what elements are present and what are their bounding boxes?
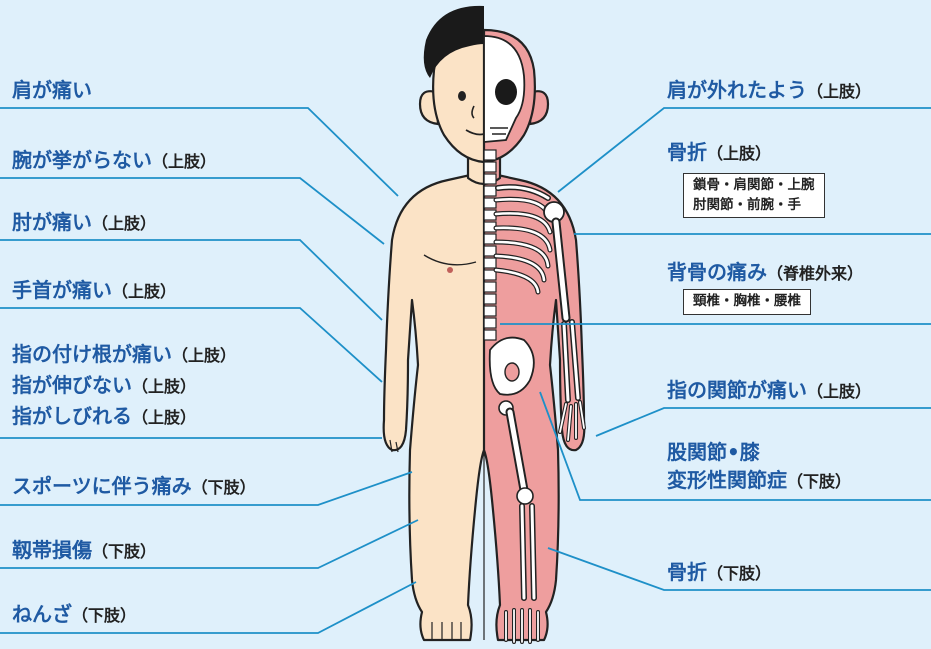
label-shoulder-dislocation: 肩が外れたよう（上肢） — [667, 78, 871, 103]
label-sub: （上肢） — [807, 382, 871, 401]
label-spine-pain: 背骨の痛み（脊椎外来） — [667, 260, 863, 285]
spine-detail-box: 頸椎・胸椎・腰椎 — [683, 289, 811, 315]
label-sub: （上肢） — [152, 152, 216, 171]
label-ligament-injury: 靱帯損傷（下肢） — [12, 538, 156, 563]
box-line: 鎖骨・肩関節・上腕 — [693, 176, 815, 196]
label-sub: （下肢） — [787, 472, 851, 491]
fracture-upper-detail-box: 鎖骨・肩関節・上腕 肘関節・前腕・手 — [683, 173, 825, 218]
label-sub: （上肢） — [707, 144, 771, 163]
label-sub: （下肢） — [92, 542, 156, 561]
label-main: ねんざ — [12, 602, 72, 626]
box-line: 肘関節・前腕・手 — [693, 196, 815, 216]
label-main: 指が伸びない — [12, 373, 132, 397]
label-finger-base-pain: 指の付け根が痛い（上肢） — [12, 342, 236, 367]
label-sub: （上肢） — [172, 346, 236, 365]
label-finger-cannot-extend: 指が伸びない（上肢） — [12, 373, 196, 398]
label-main: 手首が痛い — [12, 278, 112, 302]
label-main: 指の関節が痛い — [667, 378, 807, 402]
label-osteoarthritis: 変形性関節症（下肢） — [667, 468, 851, 493]
label-arm-cannot-raise: 腕が挙がらない（上肢） — [12, 148, 216, 173]
label-sub: （上肢） — [112, 282, 176, 301]
label-elbow-pain: 肘が痛い（上肢） — [12, 210, 156, 235]
label-main: 肩が痛い — [12, 78, 92, 102]
label-sub: （上肢） — [807, 82, 871, 101]
label-finger-joint-pain: 指の関節が痛い（上肢） — [667, 378, 871, 403]
label-sub: （脊椎外来） — [767, 264, 863, 283]
label-sub: （下肢） — [707, 564, 771, 583]
label-sub: （下肢） — [72, 606, 136, 625]
label-sub: （上肢） — [92, 214, 156, 233]
label-wrist-pain: 手首が痛い（上肢） — [12, 278, 176, 303]
label-main: 肘が痛い — [12, 210, 92, 234]
label-main: 指がしびれる — [12, 404, 132, 428]
label-main: 肩が外れたよう — [667, 78, 807, 102]
label-shoulder-pain: 肩が痛い — [12, 78, 92, 103]
label-sports-pain: スポーツに伴う痛み（下肢） — [12, 474, 256, 499]
label-main: 指の付け根が痛い — [12, 342, 172, 366]
label-sub: （下肢） — [192, 478, 256, 497]
label-sprain: ねんざ（下肢） — [12, 602, 136, 627]
label-fracture-upper: 骨折（上肢） — [667, 140, 771, 165]
label-sub: （上肢） — [132, 408, 196, 427]
label-fracture-lower: 骨折（下肢） — [667, 560, 771, 585]
label-main: 背骨の痛み — [667, 260, 767, 284]
label-main: スポーツに伴う痛み — [12, 474, 192, 498]
label-main: 靱帯損傷 — [12, 538, 92, 562]
label-main: 股関節•膝 — [667, 440, 760, 464]
label-hip-knee: 股関節•膝 — [667, 440, 760, 465]
skeleton-half — [484, 30, 584, 642]
label-finger-numbness: 指がしびれる（上肢） — [12, 404, 196, 429]
skin-half — [384, 6, 484, 640]
box-line: 頸椎・胸椎・腰椎 — [693, 292, 801, 312]
label-main: 骨折 — [667, 560, 707, 584]
label-main: 骨折 — [667, 140, 707, 164]
label-sub: （上肢） — [132, 377, 196, 396]
label-main: 腕が挙がらない — [12, 148, 152, 172]
label-main: 変形性関節症 — [667, 468, 787, 492]
